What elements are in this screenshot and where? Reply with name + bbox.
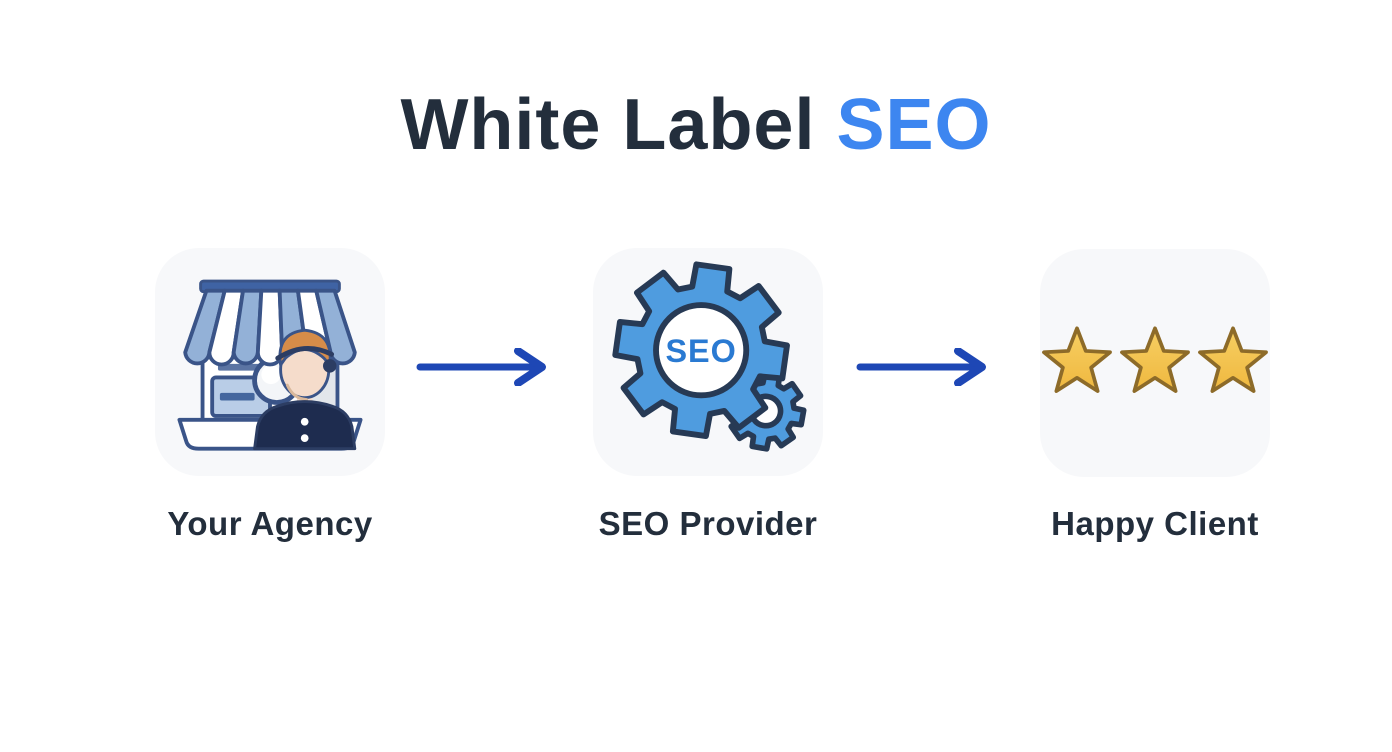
step-tile-agency	[155, 248, 385, 476]
gear-seo-text: SEO	[665, 333, 736, 369]
step-tile-client	[1040, 249, 1270, 477]
title-highlight: SEO	[836, 85, 992, 166]
step-label-client: Happy Client	[1051, 505, 1259, 542]
flow-arrow-icon	[856, 348, 986, 386]
title-prefix: White Label	[400, 85, 837, 166]
star-icon	[1120, 326, 1190, 393]
step-label-provider: SEO Provider	[598, 505, 818, 542]
three-stars-icon	[1039, 325, 1271, 401]
star-icon	[1042, 326, 1112, 393]
flow-arrow-icon	[416, 348, 546, 386]
star-icon	[1198, 326, 1268, 393]
seo-gears-icon: SEO	[605, 259, 811, 465]
storefront-agent-icon	[177, 279, 363, 451]
page-title: White Label SEO	[0, 85, 1392, 166]
step-label-agency: Your Agency	[167, 505, 373, 542]
step-tile-provider: SEO	[593, 248, 823, 476]
